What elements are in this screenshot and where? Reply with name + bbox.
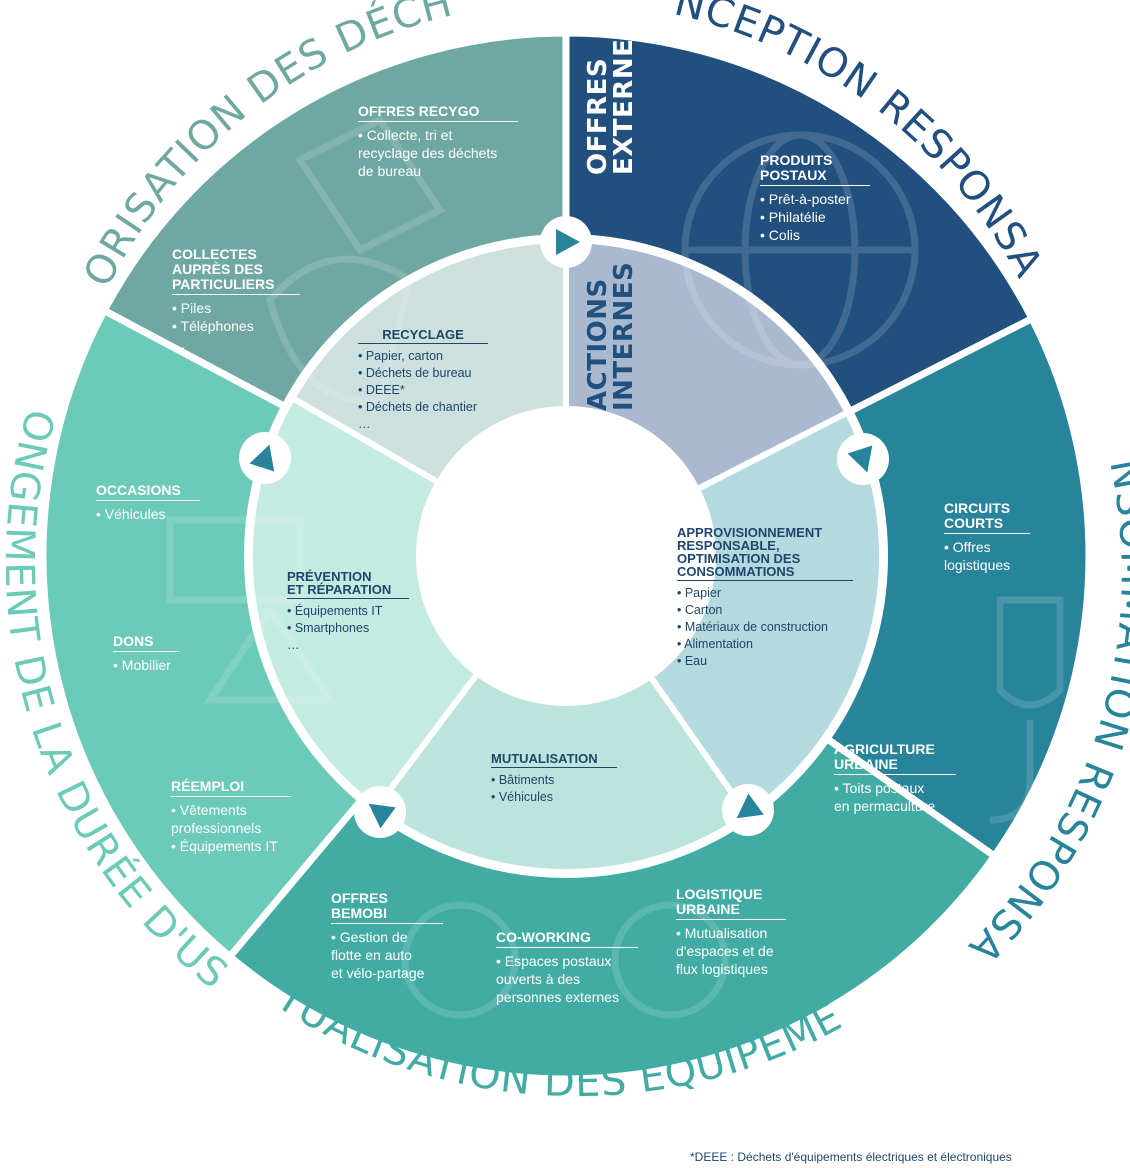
block-item: • Équipements IT bbox=[171, 838, 278, 854]
block-reemploi: RÉEMPLOI • Vêtements professionnels • Éq… bbox=[171, 779, 291, 855]
block-item: • Véhicules bbox=[491, 790, 554, 804]
block-item: • Déchets de chantier bbox=[358, 400, 478, 414]
arrow-icon bbox=[847, 445, 873, 473]
block-title: PRÉVENTION ET RÉPARATION bbox=[287, 570, 409, 599]
block-title: OFFRES BEMOBI bbox=[331, 891, 443, 924]
block-mutualisation: MUTUALISATION • Bâtiments • Véhicules bbox=[491, 752, 617, 806]
background-icons bbox=[166, 115, 1064, 1019]
block-item: • Papier, carton bbox=[358, 349, 443, 363]
arrow-icon bbox=[556, 229, 580, 255]
svg-text:OFFRES: OFFRES bbox=[583, 58, 613, 175]
block-item: • Gestion de flotte en auto et vélo-part… bbox=[331, 929, 425, 981]
center-circle bbox=[419, 409, 713, 703]
block-item: … bbox=[287, 638, 300, 652]
globe-meridian-icon bbox=[741, 131, 859, 369]
block-item: • Véhicules bbox=[96, 506, 166, 522]
block-item: • Collecte, tri et recyclage des déchets… bbox=[358, 127, 498, 179]
block-item: … bbox=[172, 336, 186, 352]
block-item: • Équipements IT bbox=[287, 604, 383, 618]
block-title: RÉEMPLOI bbox=[171, 779, 291, 797]
block-item: • Alimentation bbox=[677, 637, 753, 651]
block-item: • Piles bbox=[172, 300, 212, 316]
block-item: • Smartphones bbox=[287, 621, 370, 635]
block-item: • Eau bbox=[677, 654, 708, 668]
connector-left bbox=[239, 432, 291, 484]
block-title: AGRICULTURE URBAINE bbox=[834, 742, 956, 775]
connector-bottom-left bbox=[354, 786, 406, 838]
globe-icon bbox=[681, 131, 919, 369]
block-occasions: OCCASIONS • Véhicules bbox=[96, 483, 200, 523]
arrow-icon bbox=[368, 803, 396, 829]
connector-bottom-right bbox=[722, 784, 774, 836]
block-recyclage: RECYCLAGE • Papier, carton • Déchets de … bbox=[358, 328, 488, 433]
block-item: • Vêtements professionnels bbox=[171, 802, 262, 836]
plug-icon bbox=[989, 596, 1064, 824]
block-title: RECYCLAGE bbox=[358, 328, 488, 344]
shirt-icon bbox=[166, 516, 337, 704]
block-item: • Philatélie bbox=[760, 209, 826, 225]
label-offres-externes: OFFRES EXTERNES bbox=[583, 19, 639, 175]
bike-wheel-icon bbox=[401, 901, 519, 1019]
block-item: • Offres logistiques bbox=[944, 539, 1011, 573]
connector-top bbox=[540, 216, 592, 268]
block-approvisionnement: APPROVISIONNEMENT RESPONSABLE, OPTIMISAT… bbox=[677, 526, 853, 670]
bike-wheel-icon bbox=[611, 901, 729, 1019]
block-title: MUTUALISATION bbox=[491, 752, 617, 768]
block-title: COLLECTES AUPRÈS DES PARTICULIERS bbox=[172, 247, 300, 295]
block-item: • Toits postaux en permaculture bbox=[834, 780, 936, 814]
block-item: • Papier bbox=[677, 586, 721, 600]
block-item: • DEEE* bbox=[358, 383, 405, 397]
block-item: • Déchets de bureau bbox=[358, 366, 472, 380]
block-item: • Mutualisation d'espaces et de flux log… bbox=[676, 925, 774, 977]
svg-text:EXTERNES: EXTERNES bbox=[609, 19, 639, 175]
block-offres-bemobi: OFFRES BEMOBI • Gestion de flotte en aut… bbox=[331, 891, 443, 982]
block-item: • Bâtiments bbox=[491, 773, 555, 787]
block-item: • Mobilier bbox=[113, 657, 171, 673]
connectors bbox=[239, 216, 889, 838]
block-item: • Carton bbox=[677, 603, 723, 617]
block-title: LOGISTIQUE URBAINE bbox=[676, 887, 786, 920]
connector-right bbox=[837, 433, 889, 485]
svg-text:ACTIONS: ACTIONS bbox=[583, 278, 613, 411]
svg-text:INTERNES: INTERNES bbox=[609, 262, 639, 411]
block-item: • Téléphones bbox=[172, 318, 254, 334]
block-item: • Colis bbox=[760, 227, 800, 243]
block-title: APPROVISIONNEMENT RESPONSABLE, OPTIMISAT… bbox=[677, 526, 853, 581]
block-co-working: CO-WORKING • Espaces postaux ouverts à d… bbox=[496, 930, 638, 1006]
block-title: DONS bbox=[113, 634, 179, 652]
block-title: PRODUITS POSTAUX bbox=[760, 153, 870, 186]
block-agriculture-urbaine: AGRICULTURE URBAINE • Toits postaux en p… bbox=[834, 742, 956, 815]
block-prevention-reparation: PRÉVENTION ET RÉPARATION • Équipements I… bbox=[287, 570, 409, 654]
block-title: OFFRES RECYGO bbox=[358, 104, 518, 122]
block-circuits-courts: CIRCUITS COURTS • Offres logistiques bbox=[944, 501, 1030, 574]
block-item: • Prêt-à-poster bbox=[760, 191, 851, 207]
arrow-icon bbox=[249, 444, 275, 472]
arrow-icon bbox=[736, 793, 764, 819]
block-collectes-particuliers: COLLECTES AUPRÈS DES PARTICULIERS • Pile… bbox=[172, 247, 300, 353]
block-title: CIRCUITS COURTS bbox=[944, 501, 1030, 534]
recycle-icon bbox=[266, 115, 446, 405]
block-logistique-urbaine: LOGISTIQUE URBAINE • Mutualisation d'esp… bbox=[676, 887, 786, 978]
block-item: • Matériaux de construction bbox=[677, 620, 828, 634]
block-title: CO-WORKING bbox=[496, 930, 638, 948]
block-dons: DONS • Mobilier bbox=[113, 634, 179, 674]
block-offres-recygo: OFFRES RECYGO • Collecte, tri et recycla… bbox=[358, 104, 518, 180]
block-title: OCCASIONS bbox=[96, 483, 200, 501]
footnote: *DEEE : Déchets d'équipements électrique… bbox=[690, 1150, 1012, 1164]
label-actions-internes: ACTIONS INTERNES bbox=[583, 262, 639, 411]
block-produits-postaux: PRODUITS POSTAUX • Prêt-à-poster • Phila… bbox=[760, 153, 870, 244]
block-item: … bbox=[358, 417, 371, 431]
block-item: • Espaces postaux ouverts à des personne… bbox=[496, 953, 619, 1005]
